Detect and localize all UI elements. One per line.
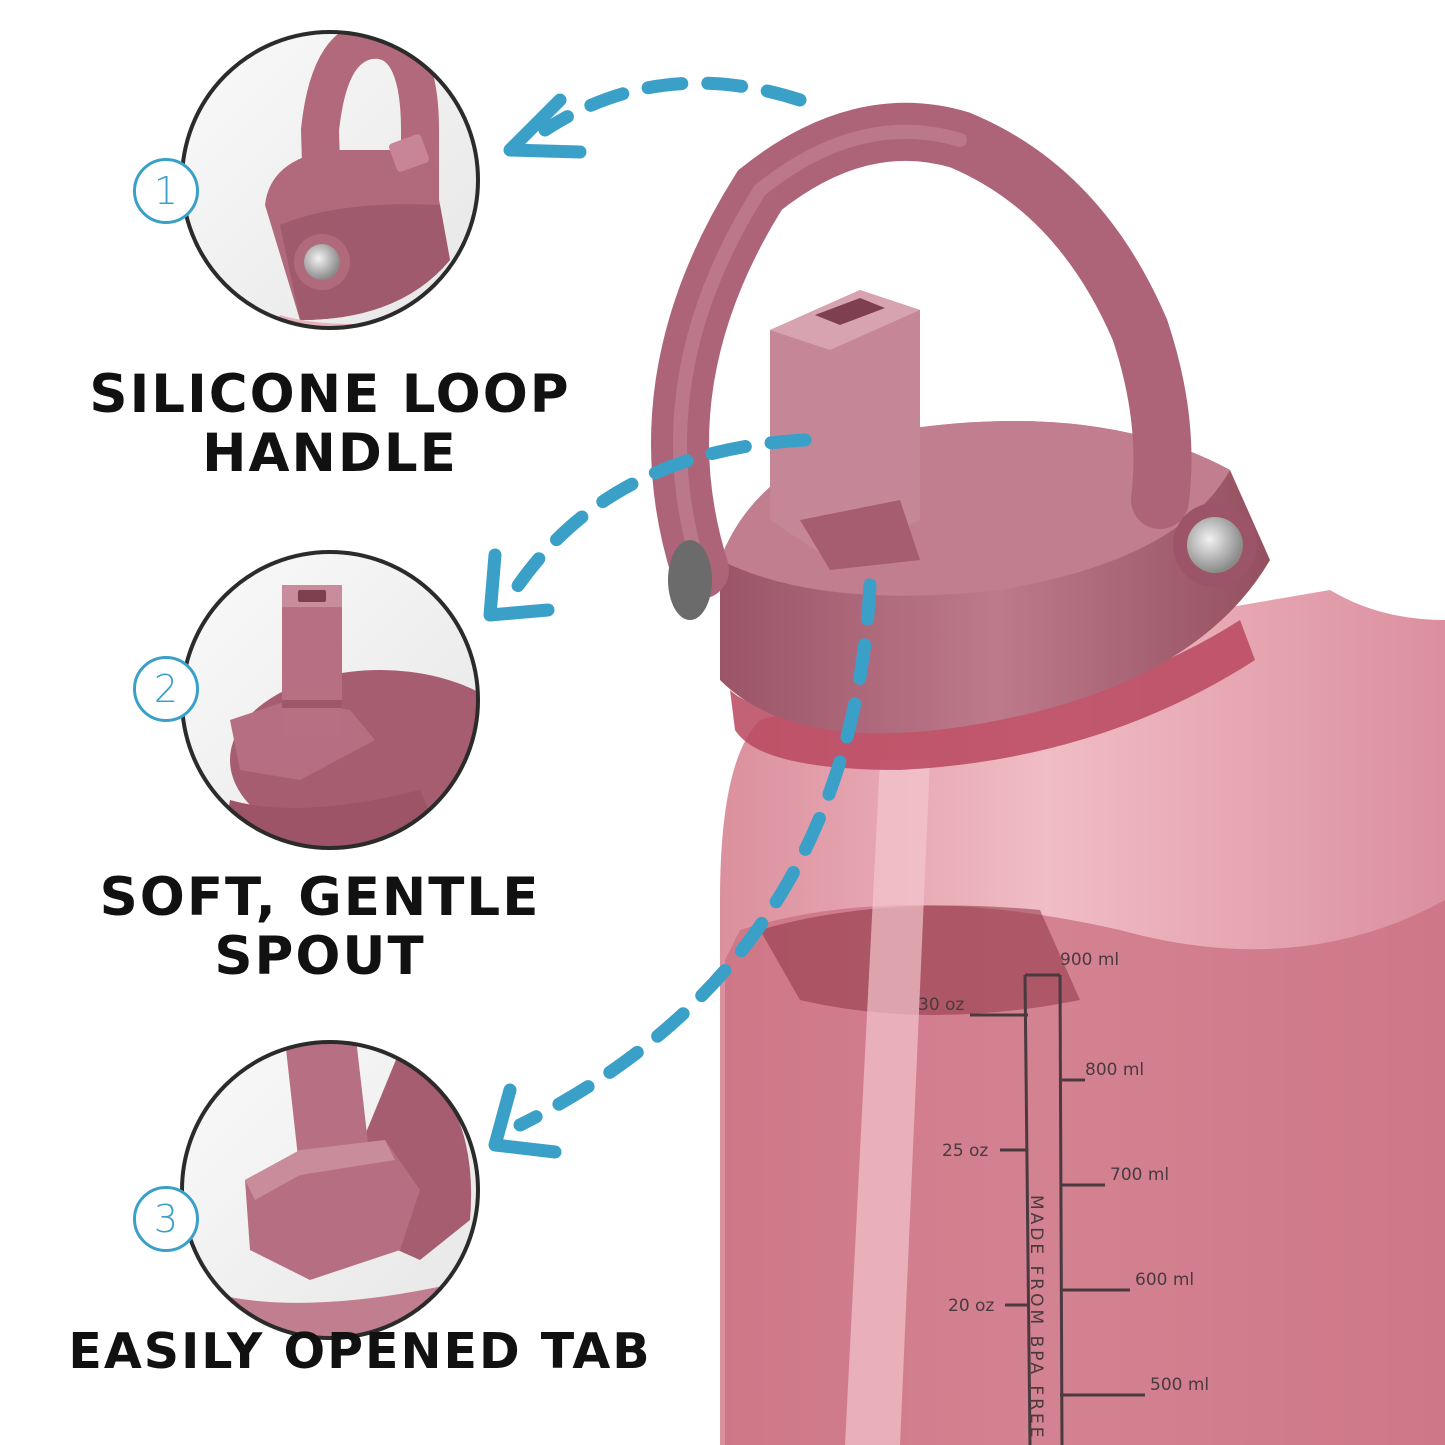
scale-ml-800: 800 ml [1085, 1060, 1144, 1080]
scale-ml-500: 500 ml [1150, 1375, 1209, 1395]
scale-ml-900: 900 ml [1060, 950, 1119, 970]
arrow-to-handle [503, 76, 807, 159]
water-bottle: 900 ml 800 ml 700 ml 600 ml 500 ml 30 oz… [651, 102, 1445, 1445]
feature-label-1: SILICONE LOOP HANDLE [60, 365, 600, 484]
closeup-handle [180, 30, 480, 330]
feature-number-1: 1 [133, 158, 199, 224]
closeup-spout [180, 550, 480, 850]
feature-label-1-line1: SILICONE LOOP [89, 364, 571, 425]
feature-number-3: 3 [133, 1186, 199, 1252]
feature-label-2: SOFT, GENTLE SPOUT [40, 868, 600, 987]
scale-oz-20: 20 oz [948, 1296, 994, 1316]
scale-ml-600: 600 ml [1135, 1270, 1194, 1290]
arrow-to-tab [488, 578, 877, 1159]
scale-oz-30: 30 oz [918, 995, 964, 1015]
arrow-to-spout [483, 433, 812, 622]
feature-label-3: EASILY OPENED TAB [40, 1323, 680, 1380]
scale-ml-700: 700 ml [1110, 1165, 1169, 1185]
feature-label-1-line2: HANDLE [202, 423, 458, 485]
feature-number-2: 2 [133, 656, 199, 722]
feature-label-2-line2: SPOUT [214, 926, 426, 988]
measurement-scale: 900 ml 800 ml 700 ml 600 ml 500 ml 30 oz… [918, 950, 1209, 1445]
scale-vertical-text: MADE FROM BPA FREE [1026, 1195, 1046, 1441]
feature-label-2-line1: SOFT, GENTLE [99, 867, 541, 928]
feature-label-3-line1: EASILY OPENED TAB [68, 1323, 652, 1380]
scale-oz-25: 25 oz [942, 1141, 988, 1161]
closeup-tab [180, 1040, 480, 1340]
